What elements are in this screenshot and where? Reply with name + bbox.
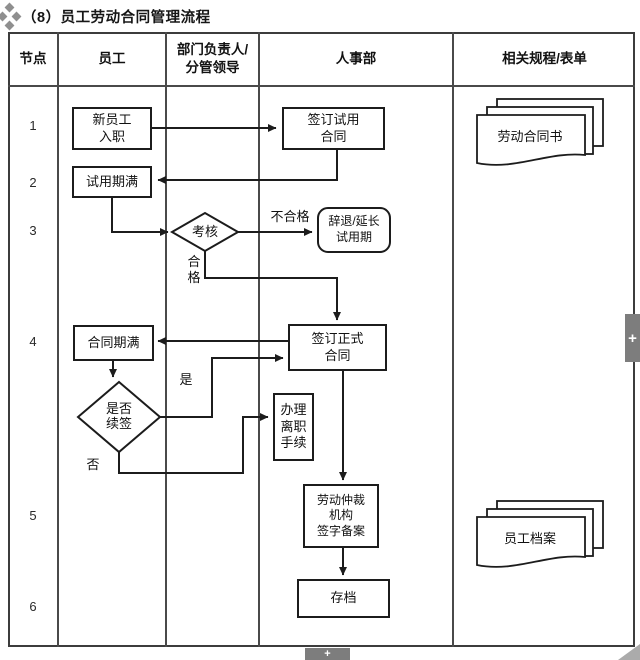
column-header-forms: 相关规程/表单 xyxy=(502,50,587,66)
column-header-employee: 员工 xyxy=(98,50,126,66)
step-assessment-label: 考核 xyxy=(191,224,218,239)
step-contract-end: 合同期满 xyxy=(73,325,154,361)
column-divider-1 xyxy=(57,32,59,647)
connector-renew-yes xyxy=(160,354,284,418)
step-sign-formal: 签订正式 合同 xyxy=(288,324,387,371)
edge-label-yes: 是 xyxy=(179,372,193,387)
decoration-diamonds-icon xyxy=(0,2,22,32)
doc-label-employee-file: 员工档案 xyxy=(503,531,556,546)
doc-label-labor-contract: 劳动合同书 xyxy=(497,129,563,144)
plus-icon: + xyxy=(324,648,331,660)
column-divider-3 xyxy=(258,32,260,647)
step-dismiss-extend: 辞退/延长 试用期 xyxy=(317,207,391,253)
column-header-node: 节点 xyxy=(19,50,47,66)
connector-assessment-pass xyxy=(204,251,341,321)
step-arbitration: 劳动仲裁 机构 签字备案 xyxy=(303,484,379,548)
corner-fold-decoration xyxy=(618,644,640,660)
plus-icon: + xyxy=(628,329,637,347)
step-resignation: 办理 离职 手续 xyxy=(273,393,314,461)
step-renew-decision-label: 是否 续签 xyxy=(105,401,132,431)
employee-file-doc-front xyxy=(476,516,586,568)
column-header-hr: 人事部 xyxy=(335,50,377,66)
node-number-4: 4 xyxy=(29,334,37,349)
edge-label-pass: 合 格 xyxy=(187,254,201,285)
column-header-dept: 部门负责人/ 分管领导 xyxy=(176,41,249,75)
column-divider-2 xyxy=(165,32,167,647)
edge-label-fail: 不合格 xyxy=(270,209,310,224)
node-number-1: 1 xyxy=(29,118,37,133)
step-sign-probation: 签订试用 合同 xyxy=(282,107,385,150)
connector-signprobation-to-probationend xyxy=(157,150,338,184)
step-new-employee: 新员工 入职 xyxy=(72,107,152,150)
connector-probationend-to-assessment xyxy=(111,198,169,236)
bottom-expand-tab[interactable]: + xyxy=(305,648,350,660)
labor-contract-doc-front xyxy=(476,114,586,166)
page-title: （8）员工劳动合同管理流程 xyxy=(22,10,211,26)
renew-diamond-shape xyxy=(76,380,162,454)
column-divider-4 xyxy=(452,32,454,647)
connector-renew-no xyxy=(118,413,269,474)
side-expand-tab[interactable]: + xyxy=(625,314,640,362)
edge-label-no: 否 xyxy=(86,457,100,472)
node-number-6: 6 xyxy=(29,599,37,614)
assessment-diamond-shape xyxy=(169,211,241,253)
node-number-3: 3 xyxy=(29,223,37,238)
step-probation-end: 试用期满 xyxy=(72,166,152,198)
node-number-2: 2 xyxy=(29,175,37,190)
step-archive: 存档 xyxy=(297,579,390,618)
node-number-5: 5 xyxy=(29,508,37,523)
header-divider xyxy=(8,85,635,87)
